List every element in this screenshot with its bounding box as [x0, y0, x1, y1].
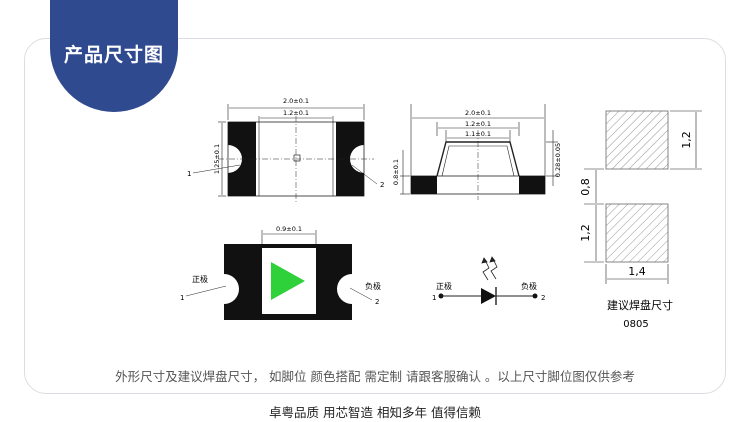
pad-caption: 建议焊盘尺寸	[607, 298, 673, 312]
side-body-height-dim: 0.8±0.1	[392, 159, 400, 185]
footer-note: 外形尺寸及建议焊盘尺寸， 如脚位 颜色搭配 需定制 请跟客服确认 。以上尺寸脚位…	[115, 369, 635, 384]
symbol-pin1-label: 1	[432, 294, 436, 302]
pad-height-dim-top: 1,2	[680, 131, 693, 149]
bottom-pin2-label: 2	[375, 298, 379, 306]
diode-icon	[481, 288, 496, 304]
symbol-positive-label: 正极	[436, 281, 452, 291]
symbol-negative-label: 负极	[521, 281, 537, 291]
pad-width-dim: 1,4	[628, 265, 646, 278]
polarity-triangle-icon	[271, 262, 305, 300]
pad-layout: 1,2 0,8 1,2 1,4 建议焊盘尺寸 0805	[579, 110, 702, 330]
top-pin1-label: 1	[187, 170, 191, 178]
light-emission-icon	[481, 256, 498, 281]
bottom-pin1-label: 1	[180, 294, 184, 302]
pad-bottom	[605, 203, 669, 263]
page-title: 产品尺寸图	[63, 44, 164, 66]
bottom-negative-label: 负极	[365, 281, 381, 291]
side-total-height-dim: 0.28±0.05	[554, 143, 562, 177]
top-pin2-label: 2	[380, 181, 384, 189]
header-tab	[50, 0, 178, 112]
package-code: 0805	[623, 319, 648, 330]
bottom-positive-label: 正极	[192, 274, 208, 284]
pad-gap-dim: 0,8	[579, 178, 592, 196]
side-width-dim: 2.0±0.1	[465, 109, 491, 117]
top-inner-dim: 1.2±0.1	[283, 109, 309, 117]
symbol-pin2-label: 2	[541, 294, 545, 302]
side-view: 2.0±0.1 1.2±0.1 1.1±0.1 0.8±0.1 0.28±0.0…	[392, 104, 562, 200]
side-lens-dome	[436, 141, 520, 177]
top-width-dim: 2.0±0.1	[283, 97, 309, 105]
led-symbol: 正极 负极 1 2	[432, 256, 545, 305]
pad-height-dim-bottom: 1,2	[579, 224, 592, 242]
pad-top	[605, 110, 669, 170]
bottom-view: 0.9±0.1 正极 负极 1 2	[180, 225, 381, 320]
top-height-dim: 1.25±0.1	[213, 144, 221, 174]
bottom-width-dim: 0.9±0.1	[276, 225, 302, 233]
footer-slogan: 卓粤品质 用芯智造 相知多年 值得信赖	[269, 405, 481, 420]
top-view: 2.0±0.1 1.2±0.1 1.25±0.1 1 2	[187, 97, 384, 202]
side-mid-dim: 1.2±0.1	[465, 120, 491, 128]
